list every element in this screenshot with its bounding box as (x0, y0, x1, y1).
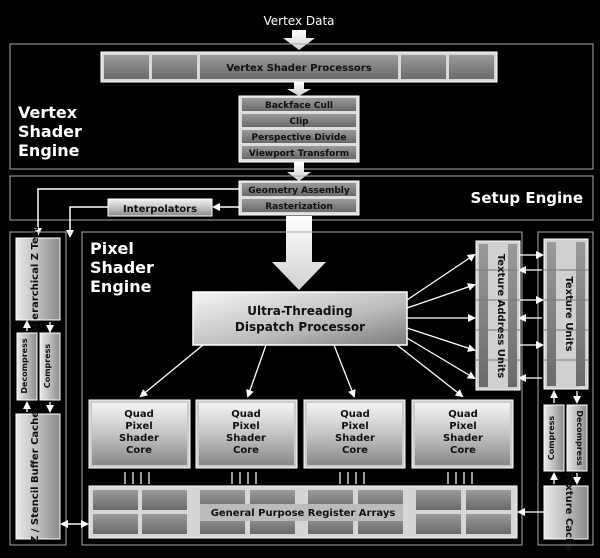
texture-cache-label: Texture Cache (563, 472, 574, 552)
texture-address-label: Texture Address Units (495, 254, 506, 378)
svg-text:Shader: Shader (90, 258, 154, 277)
viewport-transform-label: Viewport Transform (249, 149, 349, 159)
svg-text:Engine: Engine (90, 277, 152, 296)
backface-cull-label: Backface Cull (265, 101, 333, 111)
tex-compress-box: Compress (543, 404, 565, 472)
svg-text:Engine: Engine (18, 141, 80, 160)
hiz-label: Hierarchical Z Test (30, 226, 41, 331)
svg-text:Compress: Compress (43, 344, 52, 389)
setup-to-dispatch-arrow (272, 216, 326, 290)
texture-address-units: Texture Address Units (475, 240, 521, 391)
register-arrays-label: General Purpose Register Arrays (211, 508, 396, 519)
general-purpose-register-arrays: General Purpose Register Arrays (88, 485, 518, 539)
vertex-stage-stack: Backface Cull Clip Perspective Divide Vi… (238, 95, 360, 163)
quad-pixel-shader-core-1: Quad Pixel Shader Core (88, 399, 191, 469)
dispatch-label-line2: Dispatch Processor (235, 320, 365, 334)
svg-text:Core: Core (126, 445, 152, 456)
svg-text:Compress: Compress (547, 416, 556, 461)
texture-units-box: Texture Units (543, 238, 589, 390)
quad-pixel-shader-core-4: Quad Pixel Shader Core (411, 399, 514, 469)
pixel-engine-title: Pixel Shader Engine (90, 239, 154, 296)
dispatch-label-line1: Ultra-Threading (247, 304, 353, 318)
rasterization-box (242, 199, 356, 212)
dispatch-processor: Ultra-Threading Dispatch Processor (192, 291, 408, 346)
pixel-engine-frame (81, 231, 523, 546)
svg-text:Shader: Shader (335, 433, 375, 444)
svg-text:Quad: Quad (448, 409, 478, 420)
vertex-engine-title: Vertex Shader Engine (18, 103, 82, 160)
svg-text:Pixel: Pixel (341, 421, 368, 432)
geometry-assembly-label: Geometry Assembly (248, 186, 350, 196)
svg-text:Core: Core (342, 445, 368, 456)
quad-pixel-shader-core-2: Quad Pixel Shader Core (195, 399, 298, 469)
svg-text:Pixel: Pixel (449, 421, 476, 432)
geometry-assembly-box (242, 183, 356, 196)
perspective-divide-label: Perspective Divide (252, 133, 347, 143)
vsp-to-cull-arrow (287, 82, 311, 96)
vertex-shader-processors: Vertex Shader Processors (100, 51, 498, 83)
z-decompress-box: Decompress (16, 332, 38, 401)
svg-text:Pixel: Pixel (125, 421, 152, 432)
backface-cull-box (242, 98, 356, 111)
z-column-frame (9, 231, 67, 546)
svg-text:Vertex: Vertex (18, 103, 78, 122)
svg-text:Quad: Quad (231, 409, 261, 420)
zcache-label: Z / Stencil Buffer Cache (30, 411, 41, 543)
vertex-data-arrow (283, 30, 315, 50)
geometry-to-hiz-arrow (34, 188, 239, 236)
svg-text:Pixel: Pixel (90, 239, 134, 258)
z-stencil-cache-box: Z / Stencil Buffer Cache (15, 411, 61, 543)
core-register-arrows (124, 472, 473, 484)
svg-text:Pixel: Pixel (232, 421, 259, 432)
hierarchical-z-test-box: Hierarchical Z Test (15, 226, 61, 332)
svg-text:Shader: Shader (18, 122, 82, 141)
setup-engine-title: Setup Engine (471, 189, 583, 207)
tau-to-texture-arrows (518, 251, 544, 382)
svg-text:Core: Core (450, 445, 476, 456)
texture-units-label: Texture Units (563, 276, 574, 351)
svg-text:Core: Core (233, 445, 259, 456)
dispatch-to-tau-arrows (406, 253, 476, 380)
interp-to-pixel-line (66, 206, 108, 238)
tex-decompress-box: Decompress (566, 404, 588, 472)
texture-column-frame (537, 231, 594, 546)
svg-text:Quad: Quad (124, 409, 154, 420)
svg-text:Quad: Quad (340, 409, 370, 420)
viewport-transform-box (242, 146, 356, 159)
setup-stage-stack: Geometry Assembly Rasterization (238, 180, 360, 216)
svg-text:Decompress: Decompress (20, 338, 29, 394)
quad-pixel-shader-core-3: Quad Pixel Shader Core (303, 399, 406, 469)
svg-text:Decompress: Decompress (575, 410, 584, 466)
svg-text:Shader: Shader (226, 433, 266, 444)
rasterization-label: Rasterization (265, 202, 333, 212)
interpolators-label: Interpolators (123, 204, 197, 215)
clip-label: Clip (289, 117, 309, 127)
perspective-divide-box (242, 130, 356, 143)
interpolators-box: Interpolators (107, 198, 213, 217)
vertex-to-setup-arrow (287, 162, 311, 181)
svg-text:Shader: Shader (119, 433, 159, 444)
clip-box (242, 114, 356, 127)
dispatch-to-core-arrows (139, 344, 464, 398)
vertex-data-label: Vertex Data (263, 14, 334, 28)
svg-text:Shader: Shader (443, 433, 483, 444)
z-compress-box: Compress (39, 332, 61, 401)
texture-cache-box: Texture Cache (543, 472, 589, 552)
vertex-shader-processors-label: Vertex Shader Processors (226, 63, 371, 74)
